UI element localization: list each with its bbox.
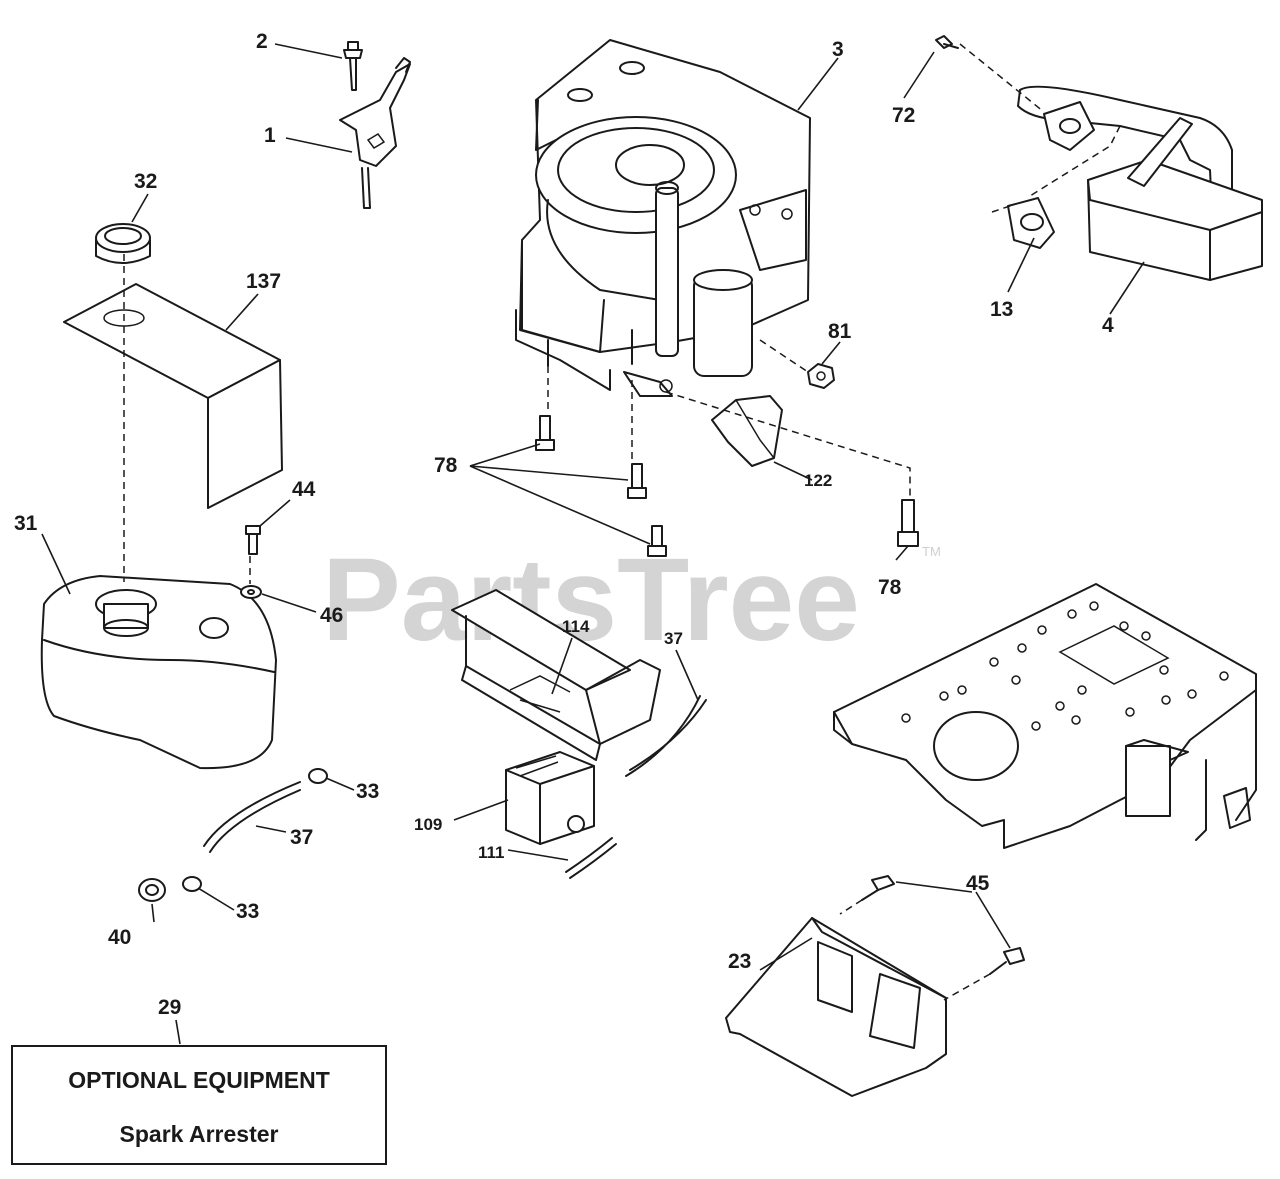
callout-2: 2: [256, 30, 268, 53]
callout-114: 114: [562, 617, 590, 636]
watermark-text: PartsTree: [322, 534, 860, 666]
mounting-bracket-part: [451, 589, 661, 761]
callout-31: 31: [14, 512, 38, 535]
nut-part: [807, 363, 835, 389]
callout-40: 40: [108, 926, 131, 949]
spark-arrester-label: Spark Arrester: [120, 1121, 279, 1147]
fuel-cap-part: [95, 223, 151, 264]
optional-equipment-box: OPTIONAL EQUIPMENT Spark Arrester: [11, 1045, 387, 1165]
throttle-bracket-part: [339, 41, 411, 209]
callout-137: 137: [246, 270, 281, 293]
heat-shield-part: [63, 283, 283, 509]
skid-plate-part: [725, 875, 1025, 1097]
optional-equipment-heading: OPTIONAL EQUIPMENT: [68, 1067, 330, 1093]
clip-bracket-part: [711, 395, 783, 467]
callout-13: 13: [990, 298, 1013, 321]
callout-37-fuel: 37: [290, 826, 313, 849]
callout-78-left: 78: [434, 454, 458, 477]
callout-33-bottom: 33: [236, 900, 259, 923]
callout-32: 32: [134, 170, 157, 193]
small-tube-part: [625, 695, 707, 777]
callout-4: 4: [1102, 314, 1114, 337]
ignition-module-part: [505, 751, 595, 845]
muffler-part: [935, 35, 1263, 281]
callout-46: 46: [320, 604, 343, 627]
wire-part: [565, 837, 617, 879]
callout-122: 122: [804, 471, 832, 490]
watermark-trademark: TM: [922, 544, 941, 559]
fuel-line-part: [138, 768, 328, 902]
fuel-tank-part: [40, 575, 277, 770]
callout-3: 3: [832, 38, 844, 61]
callout-78-right: 78: [878, 576, 902, 599]
callout-45: 45: [966, 872, 990, 895]
callout-33-top: 33: [356, 780, 379, 803]
callout-23: 23: [728, 950, 751, 973]
engine-plate-part: [833, 583, 1257, 849]
callout-72: 72: [892, 104, 915, 127]
screw-washer-part: [240, 525, 262, 599]
bolt-part: [535, 415, 919, 557]
callout-1: 1: [264, 124, 276, 147]
assembly-lines: [123, 43, 1121, 1001]
callout-37-tube: 37: [664, 629, 683, 648]
callout-29: 29: [158, 996, 181, 1019]
callout-111: 111: [478, 843, 505, 862]
callout-labels: 2 1 3 72 13 4 81 78 122 78 32 137 31 44 …: [14, 30, 1114, 1019]
callout-44: 44: [292, 478, 316, 501]
leader-lines: [41, 43, 1145, 1045]
callout-109: 109: [414, 815, 442, 834]
engine-part: [515, 39, 811, 397]
callout-81: 81: [828, 320, 852, 343]
